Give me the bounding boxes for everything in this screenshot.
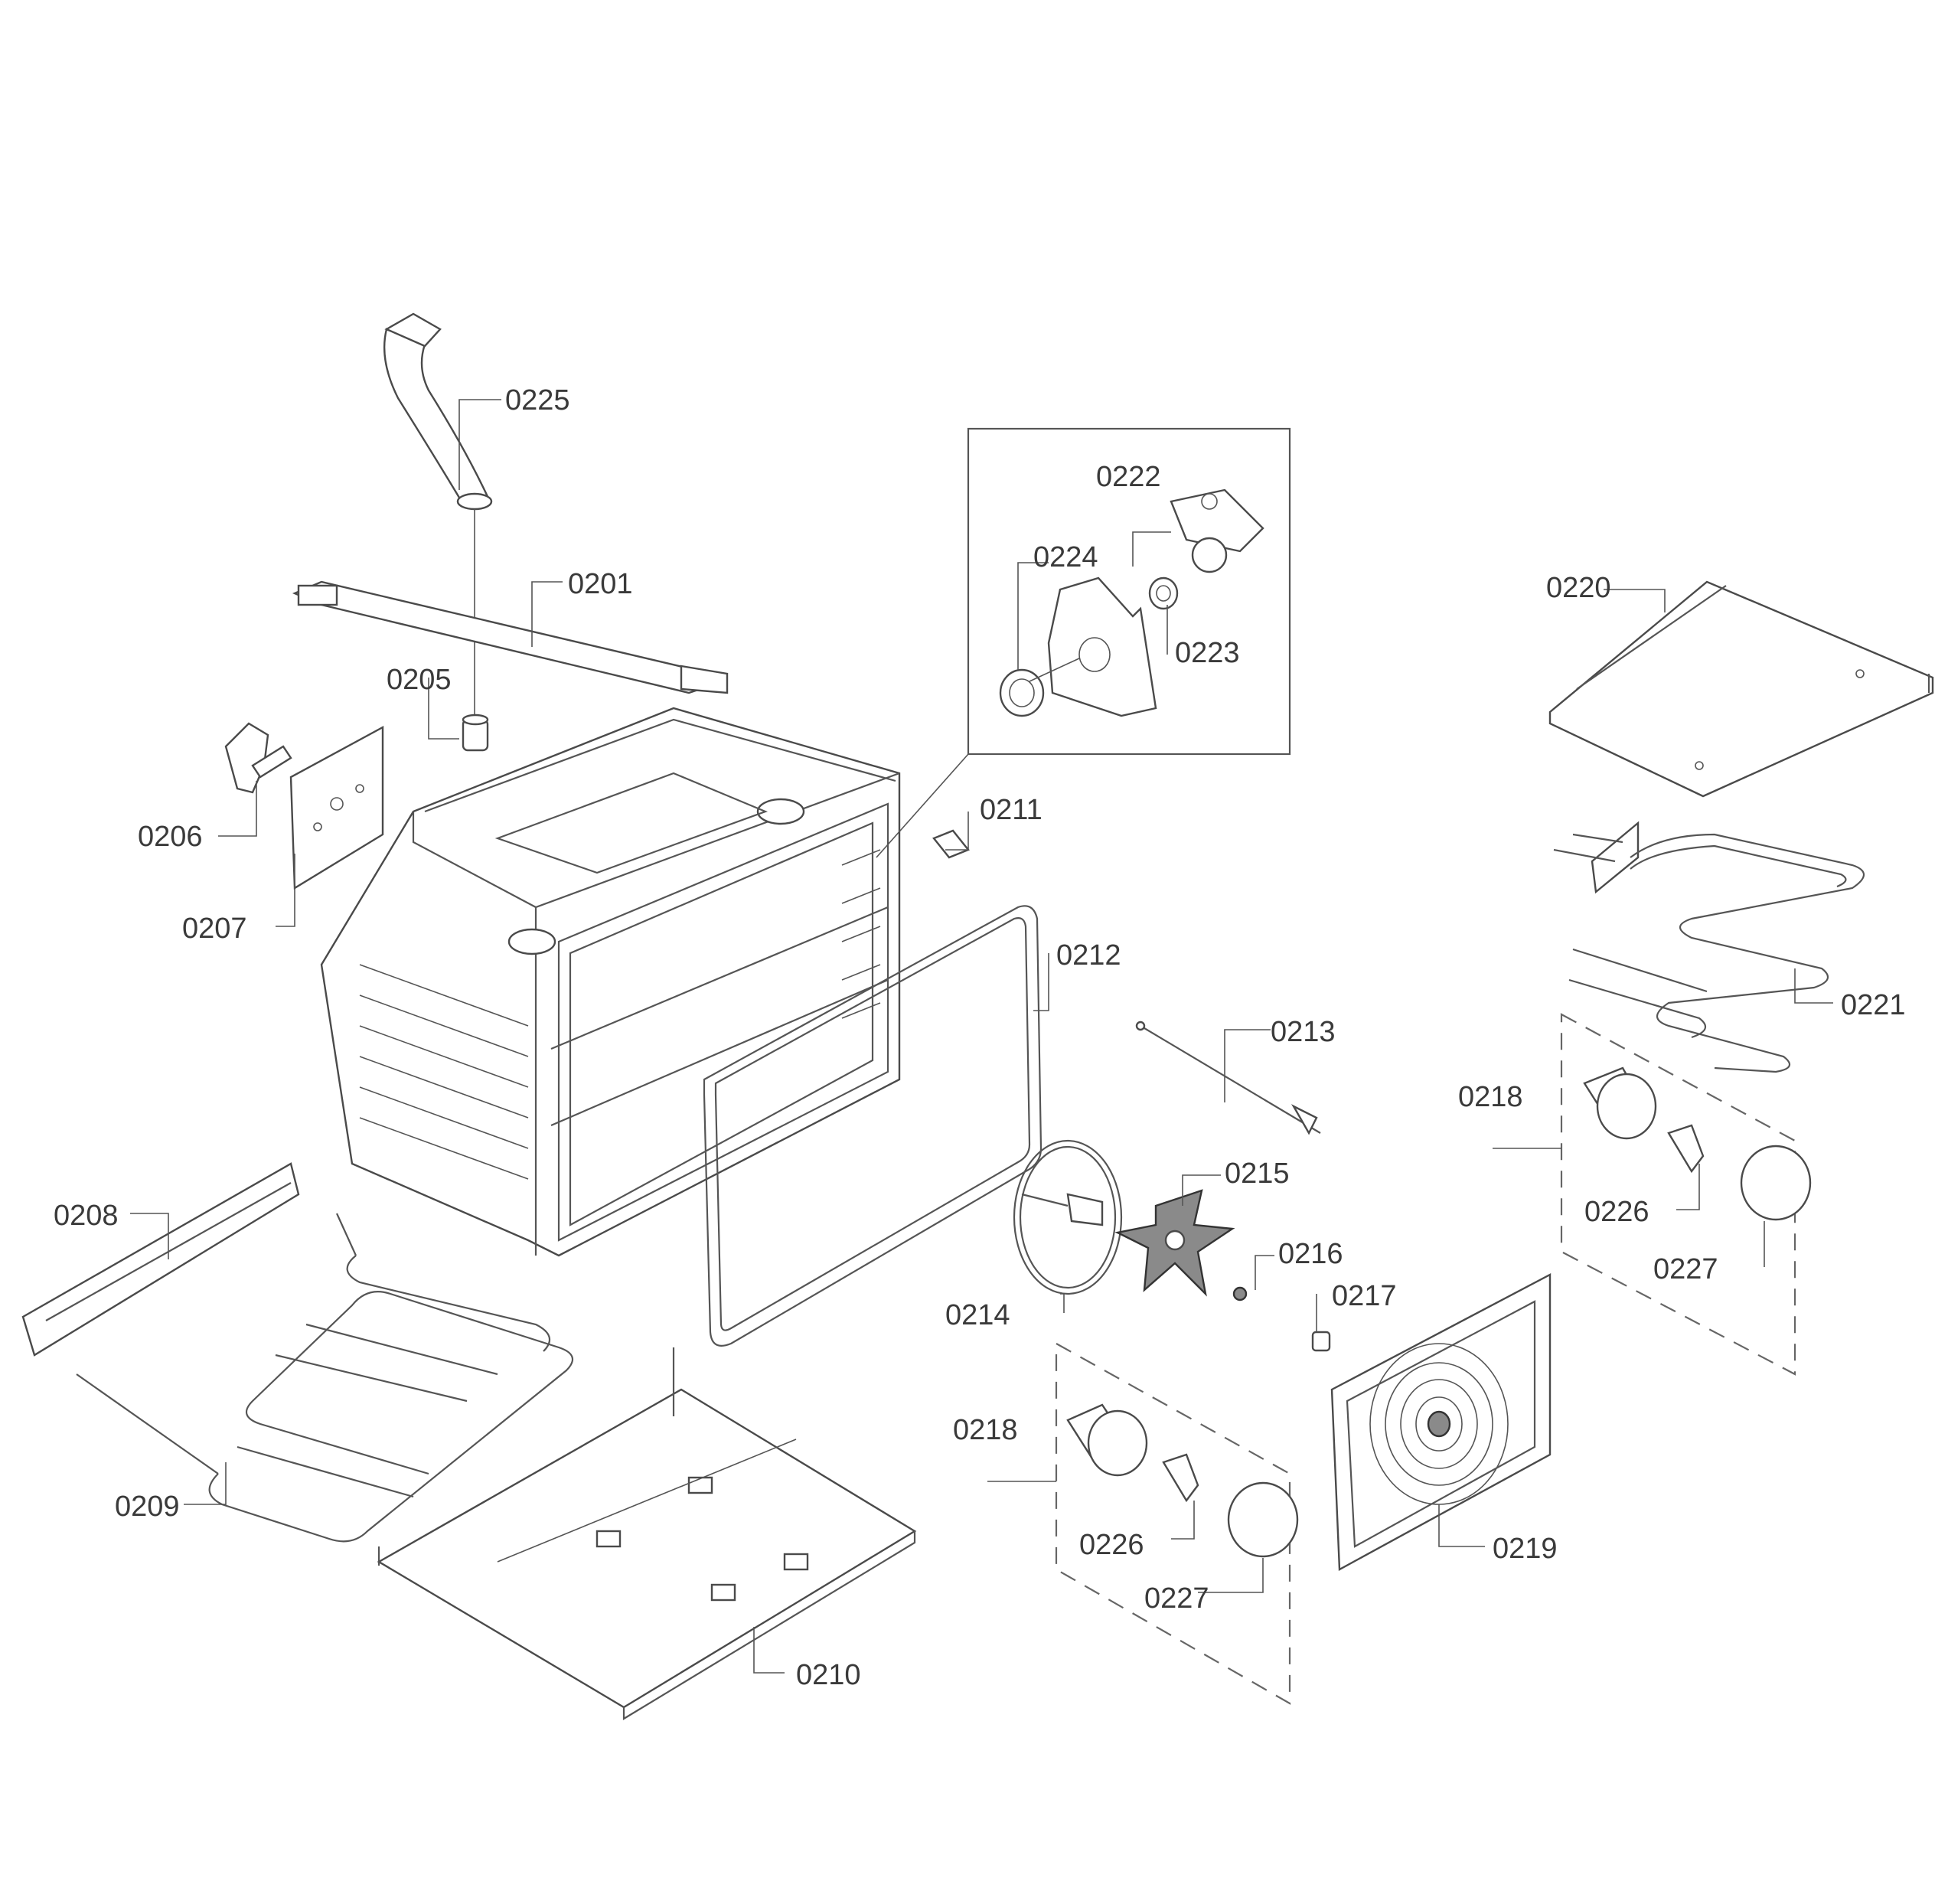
label-0224: 0224 [1033, 541, 1098, 573]
part-0225-duct-pipe [383, 312, 493, 720]
label-0227-upper: 0227 [1653, 1253, 1718, 1285]
label-0222: 0222 [1096, 461, 1161, 493]
part-0217-cap [1311, 1331, 1331, 1352]
label-0205: 0205 [387, 664, 452, 696]
label-0223: 0223 [1175, 637, 1240, 669]
label-0212: 0212 [1056, 939, 1121, 972]
part-0210-bottom-panel [377, 1347, 917, 1720]
part-labels: 0225 0201 0205 0206 0207 0211 0212 0222 … [54, 384, 1906, 1691]
part-0211-connector [932, 829, 970, 859]
light-assembly-group-lower [1055, 1342, 1299, 1705]
label-0226-lower: 0226 [1079, 1529, 1144, 1561]
label-0210: 0210 [796, 1659, 861, 1691]
light-assembly-group-upper [1560, 1013, 1812, 1376]
label-0213: 0213 [1271, 1016, 1336, 1048]
label-0215: 0215 [1225, 1158, 1290, 1190]
label-0218-upper: 0218 [1458, 1081, 1523, 1113]
label-0214: 0214 [945, 1299, 1010, 1331]
part-0213-rod [1135, 1021, 1321, 1135]
label-0217: 0217 [1332, 1280, 1397, 1312]
part-0221-top-heating-element [1553, 821, 1865, 1073]
label-0207: 0207 [182, 913, 247, 945]
leader-lines [130, 399, 1833, 1674]
part-0214-fan-ring [1013, 1139, 1123, 1295]
part-0205-fitting [462, 714, 489, 752]
oven-cavity [320, 707, 901, 1257]
label-0227-lower: 0227 [1144, 1582, 1209, 1615]
label-0221: 0221 [1841, 989, 1906, 1021]
part-0212-door-gasket [703, 905, 1043, 1347]
label-0226-upper: 0226 [1584, 1196, 1649, 1228]
label-0206: 0206 [138, 821, 203, 853]
part-0216-nut [1232, 1286, 1248, 1301]
part-0219-rear-fan-cover [1330, 1273, 1552, 1571]
label-0225: 0225 [505, 384, 570, 416]
label-0216: 0216 [1278, 1238, 1343, 1270]
inset-box-fan-motor [876, 427, 1291, 858]
part-0206-clip [224, 722, 292, 794]
part-0201-top-bracket-rod [292, 580, 729, 694]
label-0218-lower: 0218 [953, 1414, 1018, 1446]
part-0207-plate [289, 725, 384, 890]
label-0220: 0220 [1546, 572, 1611, 604]
part-0209-bottom-heating-element [76, 1213, 574, 1543]
part-0215-fan-blade [1114, 1189, 1235, 1297]
part-0220-top-cover [1548, 580, 1934, 798]
label-0208: 0208 [54, 1200, 119, 1232]
part-0208-side-rail [21, 1162, 300, 1357]
label-0211: 0211 [980, 794, 1043, 826]
label-0209: 0209 [115, 1491, 180, 1523]
label-0201: 0201 [568, 568, 633, 600]
label-0219: 0219 [1493, 1533, 1558, 1565]
